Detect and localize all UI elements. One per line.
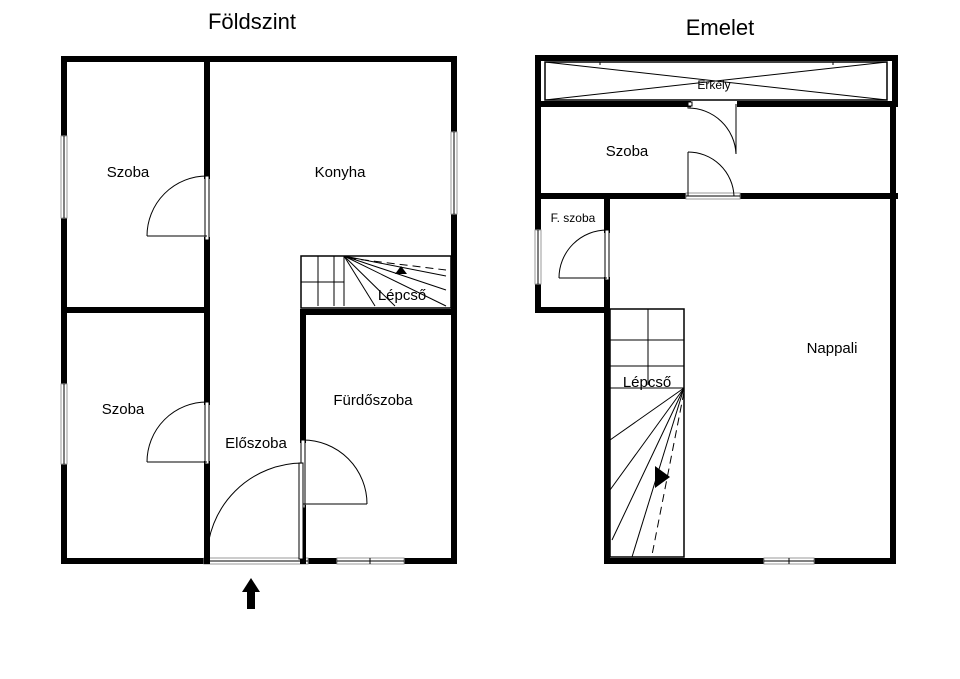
ground-interior-walls — [61, 56, 457, 564]
stair-direction-arrow-icon — [395, 266, 407, 274]
room-label-eloszoba: Előszoba — [225, 435, 287, 452]
entrance-arrow-icon — [242, 578, 260, 609]
room-label-szoba-upper: Szoba — [606, 143, 649, 160]
ground-floor-title: Földszint — [208, 9, 296, 34]
room-label-lepcso-upper: Lépcső — [623, 374, 671, 391]
upper-floor-plan: Emelet — [534, 15, 898, 565]
room-label-szoba-top: Szoba — [107, 164, 150, 181]
balcony — [535, 55, 898, 107]
upper-walls — [535, 101, 898, 564]
room-label-lepcso-ground: Lépcső — [378, 287, 426, 304]
upper-stairs — [609, 308, 685, 558]
upper-windows — [534, 192, 815, 565]
ground-doors — [146, 175, 368, 560]
room-label-nappali: Nappali — [807, 340, 858, 357]
room-label-furdoszoba: Fürdőszoba — [333, 392, 413, 409]
room-label-konyha: Konyha — [315, 164, 367, 181]
room-label-f-szoba: F. szoba — [551, 211, 596, 225]
ground-windows — [60, 131, 458, 565]
ground-outer-walls — [61, 56, 457, 564]
ground-floor-plan: Földszint — [60, 9, 458, 609]
upper-floor-title: Emelet — [686, 15, 754, 40]
room-label-erkely: Erkély — [697, 78, 730, 92]
room-label-szoba-bottom: Szoba — [102, 401, 145, 418]
ground-stairs — [300, 255, 452, 309]
upper-doors — [558, 101, 737, 281]
upper-stair-direction-arrow-icon — [655, 466, 670, 488]
